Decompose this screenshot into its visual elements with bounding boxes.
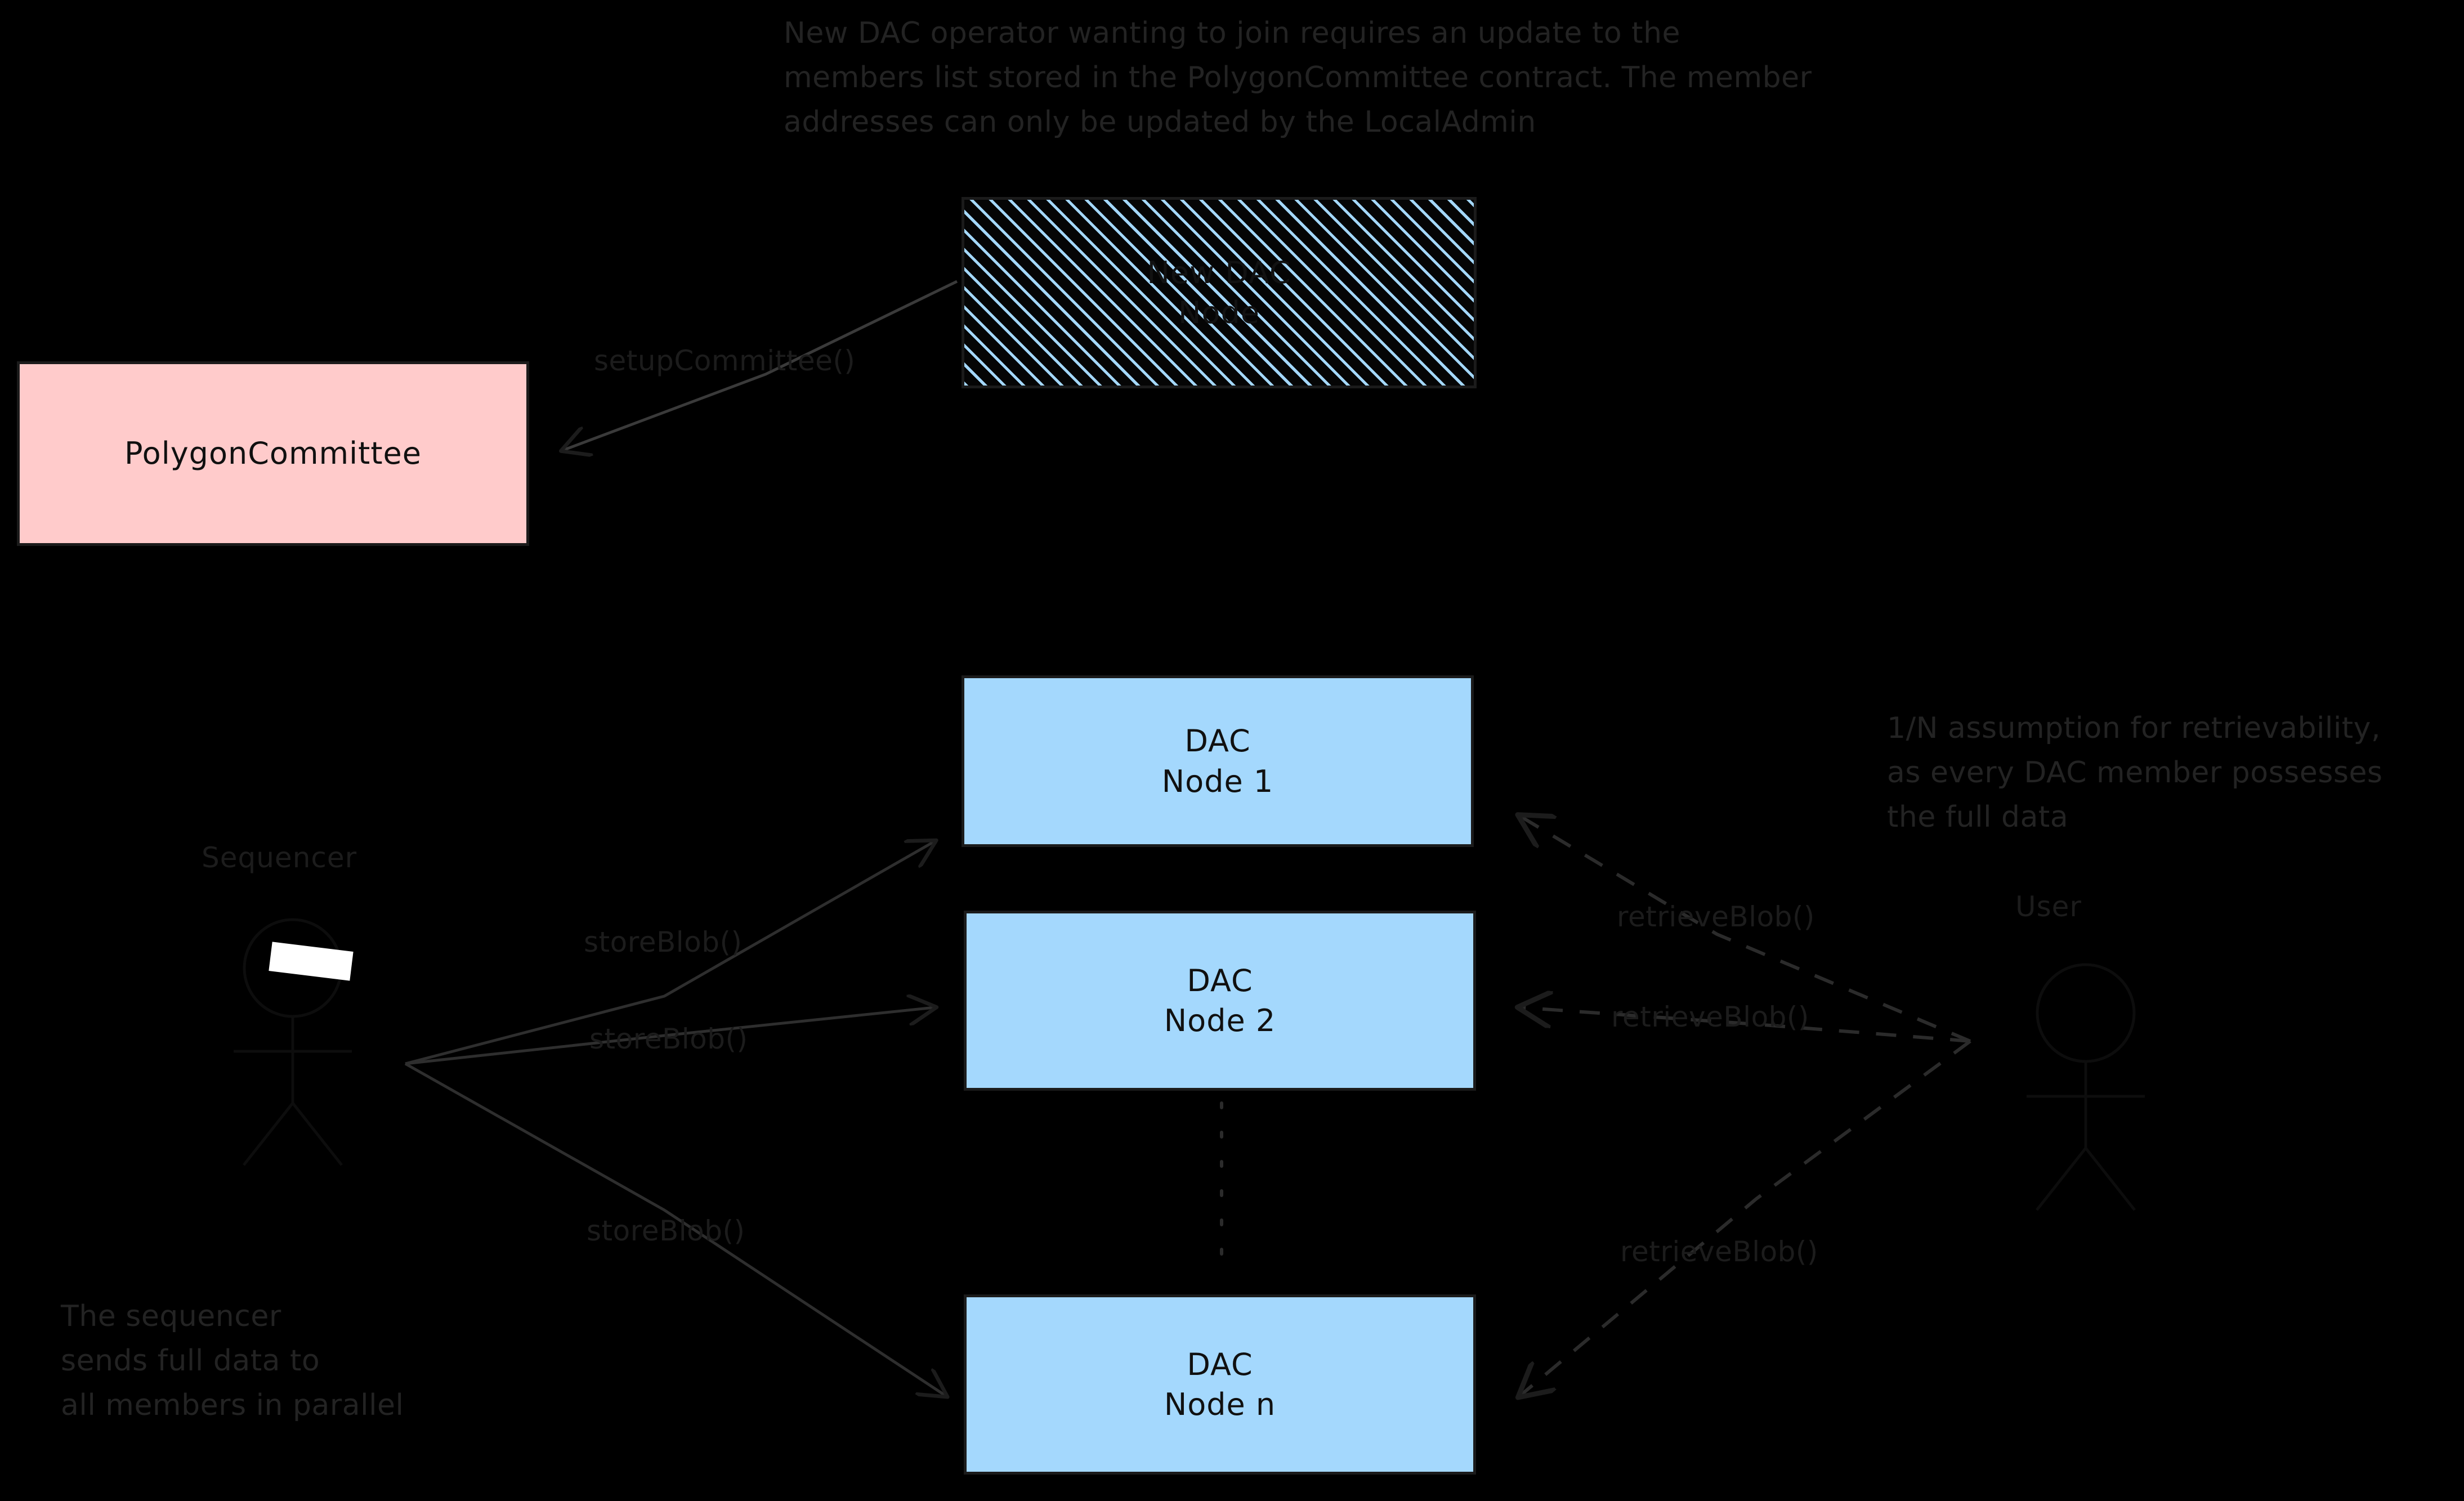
note-sequencer-parallel: The sequencer sends full data to all mem… [61,1300,404,1423]
stick-figure-icon [2027,963,2145,1211]
note-new-dac-operator: New DAC operator wanting to join require… [784,16,1812,140]
node-polygon-committee[interactable]: PolygonCommittee [17,361,529,546]
actor-user[interactable] [1993,951,2179,1216]
note-one-of-n: 1/N assumption for retrievability, as ev… [1887,711,2383,835]
actor-user-label: User [2015,890,2082,923]
edge-retrieve-blob-n-label: retrieveBlob() [1620,1235,1818,1268]
edge-store-blob-2-label: storeBlob() [589,1023,748,1055]
edge-store-blob-1-label: storeBlob() [584,926,743,958]
node-dac-node-1[interactable]: DAC Node 1 [962,675,1474,847]
node-dac-node-1-label: DAC Node 1 [1161,723,1274,799]
edge-setup-committee-label: setupCommittee() [594,344,856,377]
node-dac-node-n[interactable]: DAC Node n [964,1294,1476,1475]
node-dac-node-2-label: DAC Node 2 [1164,962,1276,1038]
node-new-dac-node[interactable]: New DAC Node [962,197,1477,388]
edge-store-blob-n-label: storeBlob() [587,1215,745,1247]
node-dac-node-2[interactable]: DAC Node 2 [964,911,1476,1091]
edge-retrieve-blob-2-label: retrieveBlob() [1611,1001,1809,1033]
node-new-dac-node-label: New DAC Node [1147,254,1291,330]
node-dac-node-n-label: DAC Node n [1164,1346,1276,1422]
node-polygon-committee-label: PolygonCommittee [124,436,422,472]
edge-retrieve-blob-n-line [1520,1040,1971,1396]
actor-sequencer-label: Sequencer [202,841,357,874]
edge-retrieve-blob-1-label: retrieveBlob() [1617,900,1815,933]
